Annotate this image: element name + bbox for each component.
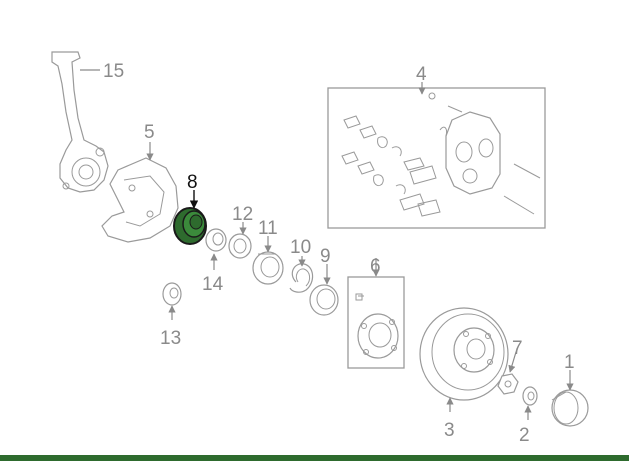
label-4[interactable]: 4 <box>416 64 427 85</box>
steering-knuckle-part[interactable] <box>51 51 109 193</box>
label-3[interactable]: 3 <box>444 420 455 441</box>
hub-part[interactable] <box>355 293 399 359</box>
cap-washer-part[interactable] <box>522 386 538 406</box>
hub-cap-part[interactable] <box>551 389 589 427</box>
caliper-group-box <box>327 87 546 229</box>
hub-group-box <box>347 276 405 369</box>
label-10[interactable]: 10 <box>290 237 311 258</box>
brake-rotor-part[interactable] <box>419 307 509 401</box>
dust-shield-part[interactable] <box>101 157 179 243</box>
label-13[interactable]: 13 <box>160 328 181 349</box>
label-2[interactable]: 2 <box>519 425 530 446</box>
lock-nut-part[interactable] <box>497 373 519 395</box>
inner-race-part[interactable] <box>205 228 227 252</box>
label-7[interactable]: 7 <box>512 338 523 359</box>
bearing-race-part[interactable] <box>252 251 284 285</box>
roller-bearing-part[interactable] <box>228 233 252 259</box>
label-14[interactable]: 14 <box>202 274 224 295</box>
label-9[interactable]: 9 <box>320 246 331 267</box>
snap-ring-part[interactable] <box>289 263 314 293</box>
caliper-part[interactable] <box>341 92 541 217</box>
oil-seal-part-highlighted[interactable] <box>173 207 207 245</box>
bottom-accent-bar <box>0 455 629 461</box>
label-8[interactable]: 8 <box>187 172 198 193</box>
label-6[interactable]: 6 <box>370 256 381 277</box>
label-11[interactable]: 11 <box>258 218 278 239</box>
hub-seal-part[interactable] <box>309 284 339 316</box>
label-1[interactable]: 1 <box>564 352 575 373</box>
label-12[interactable]: 12 <box>232 204 253 225</box>
label-15[interactable]: 15 <box>103 61 124 82</box>
label-5[interactable]: 5 <box>144 122 155 143</box>
washer-part[interactable] <box>162 282 182 306</box>
